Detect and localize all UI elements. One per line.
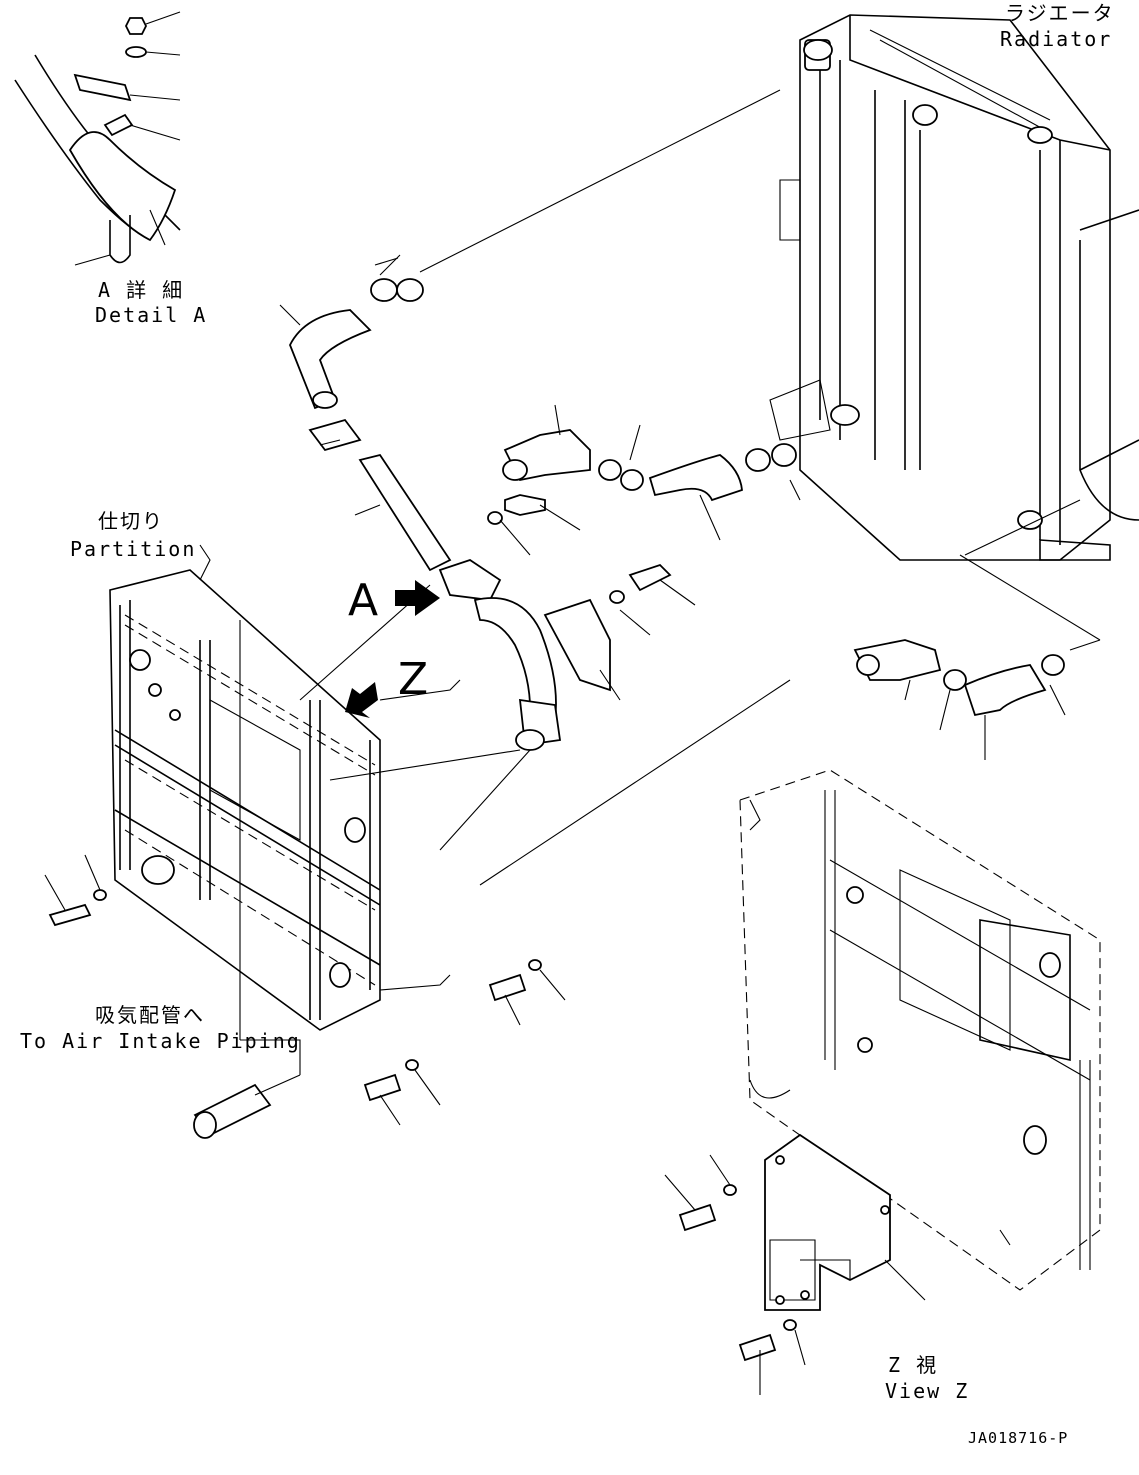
view-marker-a: A bbox=[348, 575, 378, 626]
view-marker-z: Z bbox=[398, 654, 428, 705]
view-z-label-en: View Z bbox=[885, 1379, 969, 1403]
arrow-z-icon bbox=[345, 682, 378, 718]
arrow-a-icon bbox=[395, 580, 440, 616]
view-arrows bbox=[345, 580, 440, 718]
detail-a-label-en: Detail A bbox=[95, 303, 207, 327]
radiator-assembly bbox=[769, 14, 1139, 561]
partition-label-jp: 仕切り bbox=[98, 509, 164, 533]
fasteners bbox=[44, 854, 806, 1395]
radiator-label-en: Radiator bbox=[1000, 27, 1112, 51]
partition-assembly bbox=[109, 544, 461, 1031]
partition-label-en: Partition bbox=[70, 537, 196, 561]
drawing-number: JA018716-P bbox=[968, 1429, 1068, 1447]
air-intake-label-en: To Air Intake Piping bbox=[20, 1029, 301, 1053]
view-z-label-jp: Z 視 bbox=[888, 1353, 938, 1377]
hose-pipe-assembly bbox=[193, 89, 1065, 1139]
leader-lines bbox=[239, 254, 1101, 1096]
detail-a-view bbox=[14, 11, 181, 266]
radiator-label-jp: ラジエータ bbox=[1005, 1, 1115, 25]
view-z-assembly bbox=[739, 769, 1101, 1311]
air-intake-label-jp: 吸気配管へ bbox=[95, 1003, 205, 1027]
detail-a-label-jp: A 詳 細 bbox=[98, 278, 184, 302]
